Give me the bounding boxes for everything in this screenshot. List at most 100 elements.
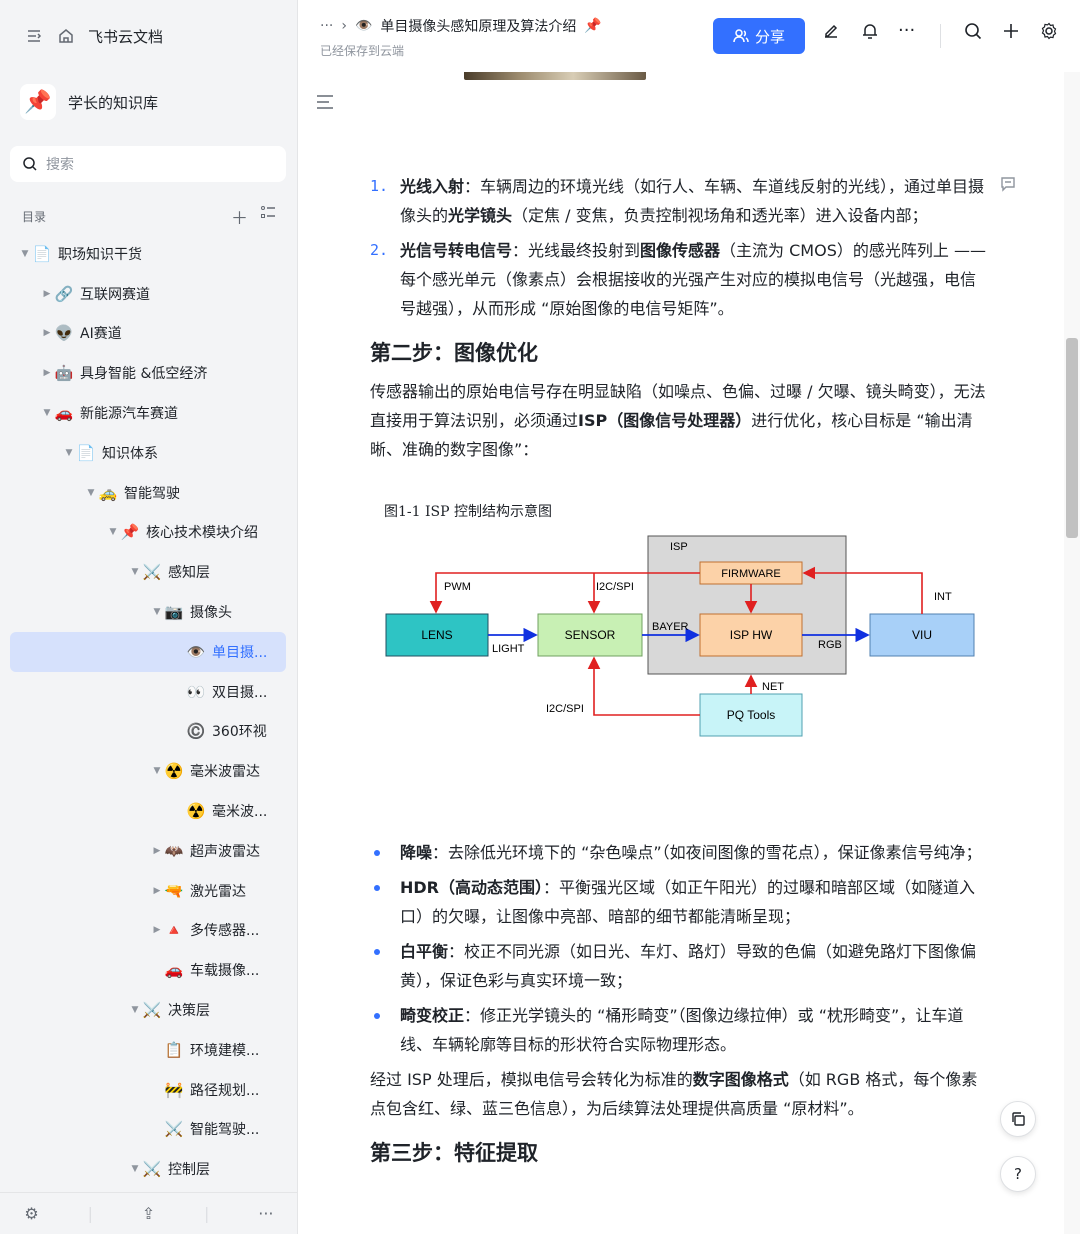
- doc-title[interactable]: 单目摄像头感知原理及算法介绍: [380, 19, 577, 35]
- help-icon[interactable]: ?: [1000, 1156, 1036, 1192]
- tree-item-icon: 🦇: [164, 841, 184, 860]
- caret-right-icon[interactable]: ▶: [43, 328, 51, 339]
- bullet-list-item: 降噪：去除低光环境下的 “杂色噪点”（如夜间图像的雪花点），保证像素信号纯净；: [370, 838, 986, 867]
- gear-icon[interactable]: [1040, 22, 1058, 40]
- list-settings-icon[interactable]: [260, 204, 276, 229]
- search-doc-icon[interactable]: [964, 22, 982, 40]
- outline-icon[interactable]: [316, 94, 334, 115]
- heading-step-2: 第二步：图像优化: [370, 341, 538, 365]
- share-button[interactable]: 分享: [713, 18, 805, 54]
- tree-item-icon: 👽: [54, 324, 74, 343]
- doc-tree: ▼📄职场知识干货▶🔗互联网赛道▶👽AI赛道▶🤖具身智能 &低空经济▼🚗新能源汽车…: [10, 234, 286, 1189]
- tree-item[interactable]: 👀双目摄...: [10, 672, 286, 712]
- tree-item[interactable]: ▼⚔️控制层: [10, 1149, 286, 1189]
- caret-right-icon[interactable]: ▶: [153, 845, 161, 856]
- tree-item[interactable]: ▼📌核心技术模块介绍: [10, 513, 286, 553]
- cover-image: [464, 72, 646, 80]
- settings-icon[interactable]: ⚙: [24, 1204, 39, 1223]
- tree-item[interactable]: ▶🤖具身智能 &低空经济: [10, 353, 286, 393]
- share-out-icon[interactable]: ⇪: [141, 1204, 156, 1223]
- bell-icon[interactable]: [861, 22, 879, 40]
- tree-item[interactable]: ⚔️智能驾驶...: [10, 1110, 286, 1150]
- tree-item[interactable]: ▼🚗新能源汽车赛道: [10, 393, 286, 433]
- caret-right-icon[interactable]: ▶: [43, 288, 51, 299]
- tree-item[interactable]: ▼☢️毫米波雷达: [10, 751, 286, 791]
- app-name[interactable]: 飞书云文档: [88, 27, 164, 46]
- tree-item[interactable]: ▼⚔️感知层: [10, 552, 286, 592]
- tree-item[interactable]: ▼📷摄像头: [10, 592, 286, 632]
- tree-item[interactable]: 📋环境建模...: [10, 1030, 286, 1070]
- bold-text: 数字图像格式: [692, 1070, 789, 1089]
- tree-item-icon: ☢️: [186, 802, 206, 821]
- caret-down-icon[interactable]: ▼: [43, 408, 51, 419]
- tree-item-label: 超声波雷达: [190, 843, 260, 860]
- caret-down-icon[interactable]: ▼: [109, 527, 117, 538]
- caret-down-icon[interactable]: ▼: [131, 567, 139, 578]
- collapse-sidebar-icon[interactable]: [24, 26, 44, 46]
- comment-icon[interactable]: [1000, 176, 1016, 196]
- paragraph-step-2: 传感器输出的原始电信号存在明显缺陷（如噪点、色偏、过曝 / 欠曝、镜头畸变），无…: [370, 377, 986, 464]
- caret-right-icon[interactable]: ▶: [43, 368, 51, 379]
- tree-item-label: 决策层: [168, 1003, 210, 1020]
- isp-diagram: ISP FIRMWARE ISP HW LENS SENSOR VIU PQ T…: [385, 535, 975, 737]
- tree-item[interactable]: ▼🚕智能驾驶: [10, 473, 286, 513]
- caret-down-icon[interactable]: ▼: [131, 1164, 139, 1175]
- tree-item-label: 车载摄像...: [190, 963, 260, 980]
- caret-down-icon[interactable]: ▼: [65, 447, 73, 458]
- tree-item-label: 感知层: [168, 565, 210, 582]
- tree-item[interactable]: ▶🦇 超声波雷达: [10, 831, 286, 871]
- tree-item[interactable]: ▶🔺多传感器...: [10, 911, 286, 951]
- caret-down-icon[interactable]: ▼: [21, 248, 29, 259]
- home-icon[interactable]: [56, 26, 76, 46]
- tree-item[interactable]: 🚗车载摄像...: [10, 950, 286, 990]
- plus-icon[interactable]: [1002, 22, 1020, 40]
- caret-down-icon[interactable]: ▼: [153, 607, 161, 618]
- scrollbar-thumb[interactable]: [1066, 338, 1078, 538]
- tree-item[interactable]: ☢️毫米波...: [10, 791, 286, 831]
- tree-item[interactable]: 👁️单目摄...: [10, 631, 286, 672]
- bold-text: 畸变校正: [400, 1006, 465, 1025]
- tree-item[interactable]: ▼📄职场知识干货: [10, 234, 286, 274]
- i2c-spi-bottom-label: I2C/SPI: [546, 703, 584, 715]
- add-icon[interactable]: ＋: [231, 209, 248, 229]
- caret-right-icon[interactable]: ▶: [153, 885, 161, 896]
- knowledge-base-header[interactable]: 📌 学长的知识库: [20, 84, 158, 120]
- scrollbar-track[interactable]: [1064, 72, 1080, 1234]
- isp-hw-box: [699, 613, 803, 657]
- search-placeholder: 搜索: [46, 157, 74, 173]
- text-run: 进行优化，核心目标是 “输出清晰、准确的数字图像”：: [370, 411, 973, 459]
- tree-item[interactable]: ▶🔫激光雷达: [10, 871, 286, 911]
- tree-item[interactable]: 🚧路径规划...: [10, 1070, 286, 1110]
- bold-text: 图像传感器: [640, 241, 721, 260]
- more-options-icon[interactable]: ···: [898, 20, 916, 41]
- tree-item-icon: ⚔️: [142, 1160, 162, 1179]
- edit-icon[interactable]: [822, 22, 840, 40]
- more-icon[interactable]: ···: [258, 1204, 274, 1223]
- sensor-label: SENSOR: [565, 628, 616, 642]
- tree-item[interactable]: ▶🔗互联网赛道: [10, 274, 286, 314]
- i2c-spi-top-label: I2C/SPI: [596, 581, 634, 593]
- toc-header: 目录 ＋: [22, 204, 276, 229]
- text-run: ：平衡强光区域（如正午阳光）的过曝和暗部区域（如隧道入口）的欠曝，让图像中亮部、…: [400, 878, 976, 926]
- tree-item-label: 360环视: [212, 724, 267, 741]
- search-input[interactable]: 搜索: [10, 146, 286, 182]
- tree-item[interactable]: ▶👽AI赛道: [10, 314, 286, 354]
- share-label: 分享: [754, 27, 785, 46]
- bold-text: ISP（图像信号处理器）: [578, 411, 752, 430]
- ordered-list: 1.光线入射：车辆周边的环境光线（如行人、车辆、车道线反射的光线），通过单目摄像…: [370, 172, 986, 323]
- pin-doc-icon[interactable]: 📌: [584, 18, 602, 34]
- caret-down-icon[interactable]: ▼: [131, 1005, 139, 1016]
- caret-right-icon[interactable]: ▶: [153, 925, 161, 936]
- pq-tools-label: PQ Tools: [727, 708, 775, 722]
- copy-link-icon[interactable]: [1000, 1101, 1036, 1137]
- tree-item[interactable]: ©️360环视: [10, 712, 286, 752]
- isp-diagram-figure: 图1-1 ISP 控制结构示意图 ISP FIRMWARE ISP HW LEN…: [370, 484, 986, 814]
- breadcrumb-more-icon[interactable]: ···: [320, 18, 334, 34]
- tree-item-icon: 🚗: [54, 404, 74, 423]
- tree-item[interactable]: ▼📄知识体系: [10, 433, 286, 473]
- tree-item[interactable]: ▼⚔️决策层: [10, 990, 286, 1030]
- ordered-list-item: 2.光信号转电信号：光线最终投射到图像传感器（主流为 CMOS）的感光阵列上 —…: [370, 236, 986, 323]
- caret-down-icon[interactable]: ▼: [87, 487, 95, 498]
- caret-down-icon[interactable]: ▼: [153, 766, 161, 777]
- bold-text: 光线入射: [400, 177, 465, 196]
